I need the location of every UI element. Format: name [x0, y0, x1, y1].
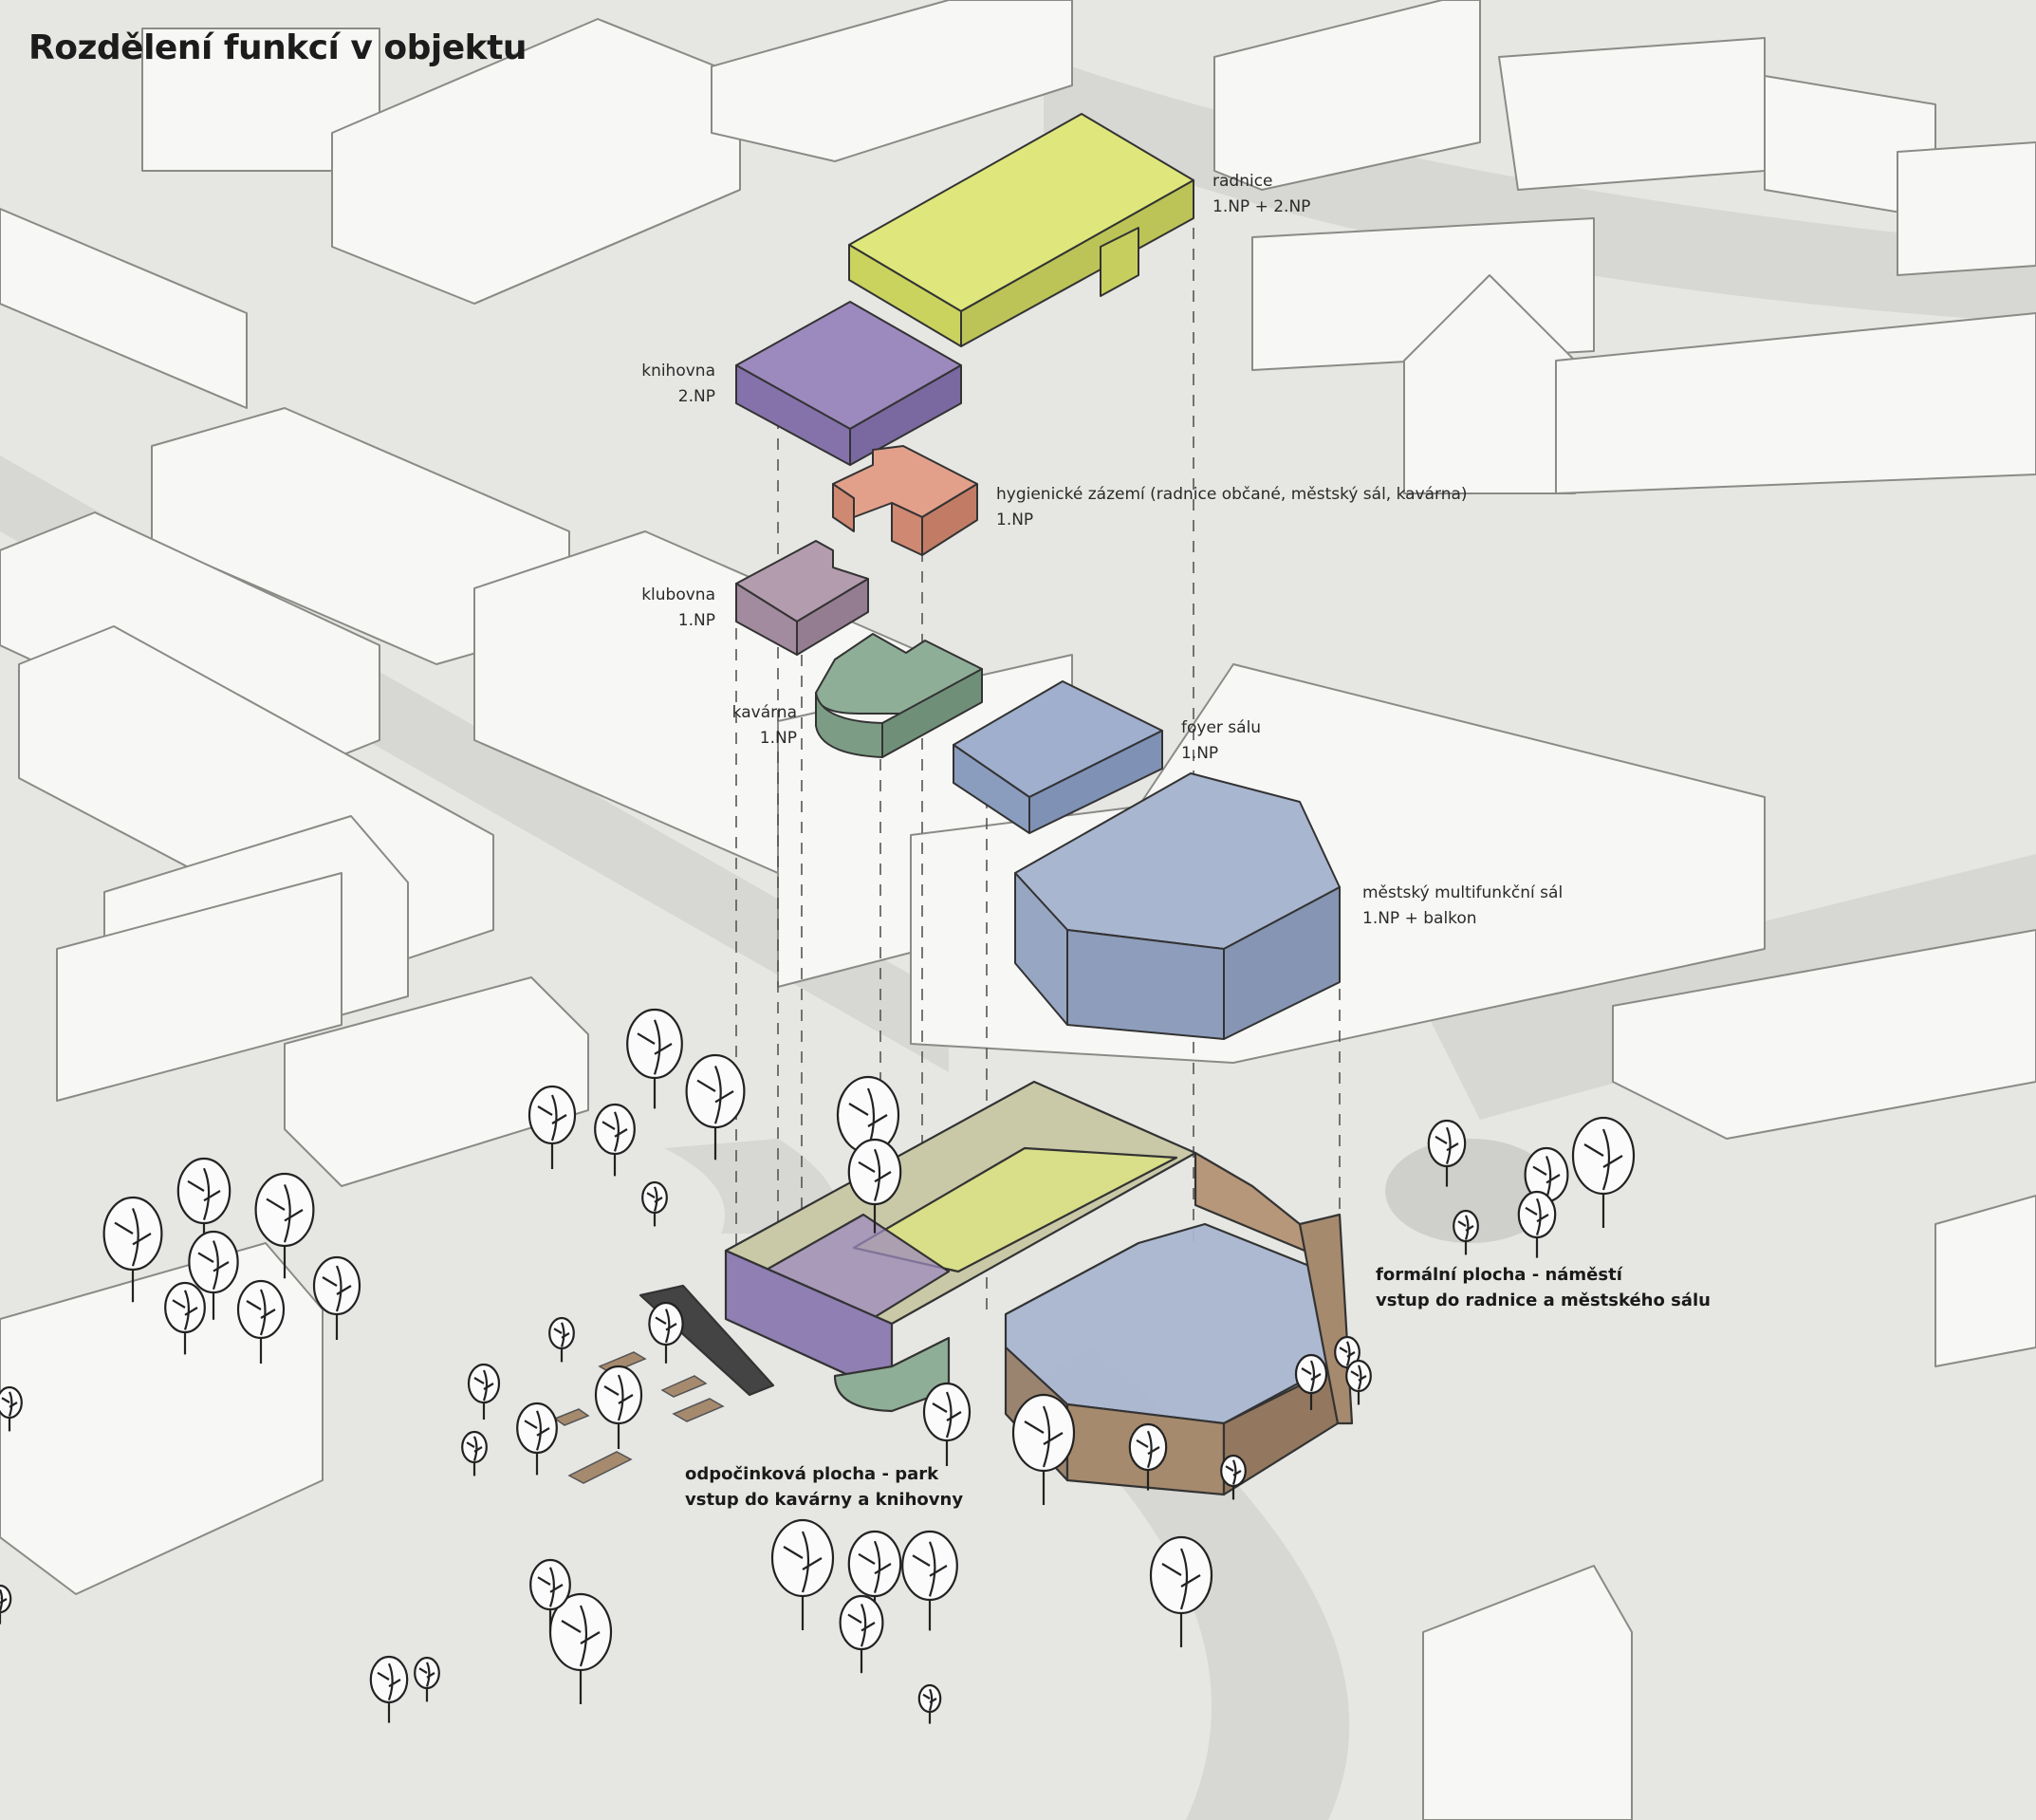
tree-icon — [164, 1281, 206, 1355]
tree-icon — [1517, 1190, 1557, 1258]
tree-icon — [461, 1430, 488, 1476]
tree-icon — [1345, 1359, 1372, 1405]
label-klubovna-floor: 1.NP — [677, 611, 715, 630]
tree-icon — [922, 1382, 972, 1466]
label-foyer-floor: 1.NP — [1181, 744, 1219, 763]
label-formal-area: formální plocha - náměstí vstup do radni… — [1376, 1262, 1711, 1313]
tree-icon — [1294, 1353, 1328, 1410]
label-sal: městský multifunkční sál 1.NP + balkon — [1362, 881, 1563, 932]
tree-icon — [1453, 1209, 1479, 1255]
tree-icon — [626, 1008, 683, 1109]
volume-radnice — [848, 113, 1194, 347]
label-rest-area: odpočinková plocha - park vstup do kavár… — [685, 1461, 963, 1513]
tree-icon — [901, 1530, 958, 1631]
volume-klubovna — [735, 540, 869, 656]
trees — [0, 1008, 1636, 1724]
tree-icon — [369, 1655, 409, 1723]
label-hygienicke-name: hygienické zázemí (radnice občané, městs… — [996, 485, 1468, 504]
tree-icon — [529, 1558, 571, 1632]
tree-icon — [1427, 1119, 1467, 1187]
tree-icon — [648, 1301, 684, 1364]
tree-icon — [685, 1053, 746, 1161]
label-hygienicke: hygienické zázemí (radnice občané, městs… — [996, 482, 1468, 533]
tree-icon — [414, 1656, 440, 1702]
tree-icon — [254, 1172, 315, 1279]
tree-icon — [0, 1584, 12, 1625]
tree-icon — [188, 1230, 239, 1320]
tree-icon — [548, 1592, 613, 1704]
label-rest-area-line2: vstup do kavárny a knihovny — [685, 1490, 964, 1510]
label-sal-name: městský multifunkční sál — [1362, 883, 1564, 902]
label-rest-area-line1: odpočinková plocha - park — [685, 1464, 939, 1484]
tree-icon — [594, 1103, 636, 1177]
label-kavarna: kavárna 1.NP — [645, 700, 797, 752]
tree-icon — [528, 1085, 577, 1169]
label-knihovna-floor: 2.NP — [677, 387, 715, 406]
tree-icon — [1571, 1116, 1636, 1228]
label-radnice-name: radnice — [1212, 172, 1273, 191]
tree-icon — [176, 1157, 231, 1253]
tree-icon — [917, 1683, 942, 1724]
tree-icon — [548, 1316, 575, 1363]
tree-icon — [1149, 1535, 1213, 1647]
tree-icon — [1128, 1422, 1168, 1491]
label-knihovna: knihovna 2.NP — [569, 359, 715, 410]
tree-icon — [102, 1196, 163, 1303]
tree-icon — [516, 1402, 558, 1476]
tree-icon — [770, 1518, 835, 1630]
label-formal-area-line2: vstup do radnice a městského sálu — [1376, 1291, 1711, 1310]
volume-hygienicke — [832, 445, 978, 556]
label-klubovna-name: klubovna — [641, 585, 715, 604]
tree-icon — [0, 1385, 23, 1432]
tree-icon — [1220, 1454, 1247, 1500]
label-knihovna-name: knihovna — [641, 362, 715, 381]
volume-knihovna — [735, 301, 962, 466]
label-radnice: radnice 1.NP + 2.NP — [1212, 169, 1310, 220]
tree-icon — [1011, 1393, 1076, 1505]
label-klubovna: klubovna 1.NP — [569, 583, 715, 634]
label-hygienicke-floor: 1.NP — [996, 511, 1034, 529]
tree-icon — [641, 1180, 668, 1227]
label-sal-floor: 1.NP + balkon — [1362, 909, 1477, 928]
label-radnice-floor: 1.NP + 2.NP — [1212, 197, 1311, 216]
tree-icon — [594, 1365, 643, 1449]
tree-icon — [236, 1279, 286, 1364]
label-formal-area-line1: formální plocha - náměstí — [1376, 1265, 1622, 1285]
label-kavarna-name: kavárna — [731, 703, 797, 722]
tree-icon — [839, 1594, 884, 1674]
label-foyer-name: foyer sálu — [1181, 718, 1262, 737]
volume-sal — [1014, 772, 1341, 1040]
volume-foyer — [953, 680, 1163, 834]
tree-icon — [847, 1138, 902, 1234]
tree-icon — [467, 1363, 501, 1420]
label-kavarna-floor: 1.NP — [759, 729, 797, 748]
label-foyer: foyer sálu 1.NP — [1181, 715, 1261, 767]
ground-building — [639, 1080, 1354, 1496]
diagram-title: Rozdělení funkcí v objektu — [28, 28, 527, 67]
volume-kavarna — [815, 633, 983, 758]
tree-icon — [312, 1255, 361, 1340]
